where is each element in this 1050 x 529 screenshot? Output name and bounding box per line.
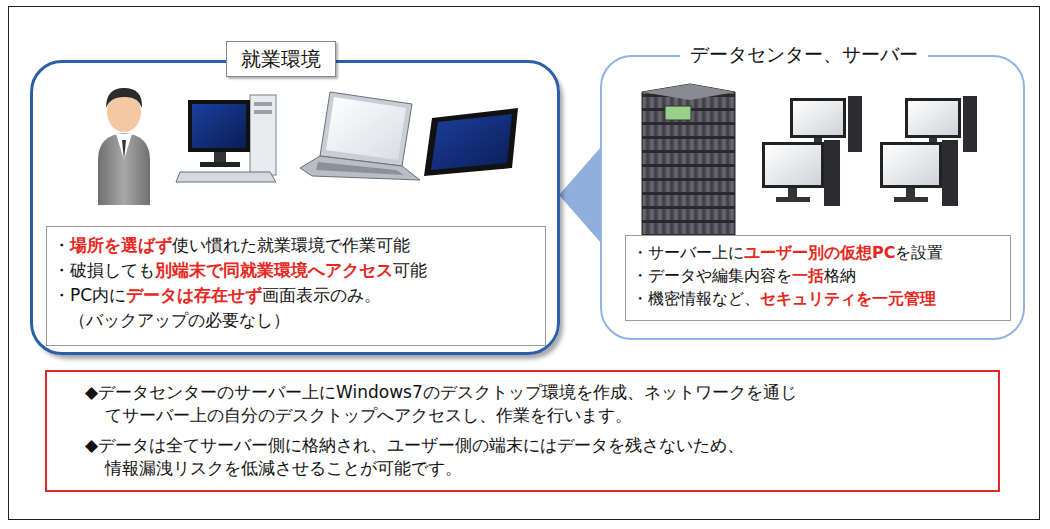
work-notes-box: ・場所を選ばず使い慣れた就業環境で作業可能・破損しても別端末で同就業環境へアクセ… xyxy=(46,226,546,346)
note-line: てサーバー上の自分のデスクトップへアクセスし、作業を行います。 xyxy=(105,405,632,425)
client-monitors xyxy=(762,96,977,206)
note-line: ◆データセンターのサーバー上にWindows7のデスクトップ環境を作成、ネットワ… xyxy=(85,382,797,402)
box-heading: データセンター、サーバー xyxy=(680,43,928,66)
datacenter-box: データセンター、サーバー・サーバー上にユーザー別の仮想PCを設置・データや編集内… xyxy=(600,55,1025,340)
note-line: （バックアップの必要なし） xyxy=(69,310,290,330)
note-line: ◆データは全てサーバー側に格納され、ユーザー側の端末にはデータを残さないため、 xyxy=(85,435,744,455)
laptop-icon xyxy=(300,92,420,180)
left-shadow xyxy=(32,62,560,355)
person-icon xyxy=(98,88,150,205)
note-line: ・PC内にデータは存在せず画面表示のみ。 xyxy=(53,285,381,305)
note-line: ・サーバー上にユーザー別の仮想PCを設置 xyxy=(632,243,943,262)
right-ground xyxy=(601,56,1025,340)
summary-box: ◆データセンターのサーバー上にWindows7のデスクトップ環境を作成、ネットワ… xyxy=(45,370,1000,492)
datacenter-notes-box: ・サーバー上にユーザー別の仮想PCを設置・データや編集内容を一括格納・機密情報な… xyxy=(625,235,1011,321)
note-line: 情報漏洩リスクを低減させることが可能です。 xyxy=(105,458,462,478)
wedge-shape xyxy=(559,147,601,243)
work-environment-box: 就業環境・場所を選ばず使い慣れた就業環境で作業可能・破損しても別端末で同就業環境… xyxy=(30,60,560,355)
box-heading: 就業環境 xyxy=(226,41,336,77)
tablet-icon xyxy=(424,108,518,176)
note-line: ・機密情報など、セキュリティを一元管理 xyxy=(632,289,936,308)
desktop-pc-icon xyxy=(176,95,276,182)
note-line: ・破損しても別端末で同就業環境へアクセス可能 xyxy=(53,260,427,280)
note-line: ・データや編集内容を一括格納 xyxy=(632,266,856,285)
note-line: ・場所を選ばず使い慣れた就業環境で作業可能 xyxy=(53,235,410,255)
callout-wedge xyxy=(559,147,601,243)
